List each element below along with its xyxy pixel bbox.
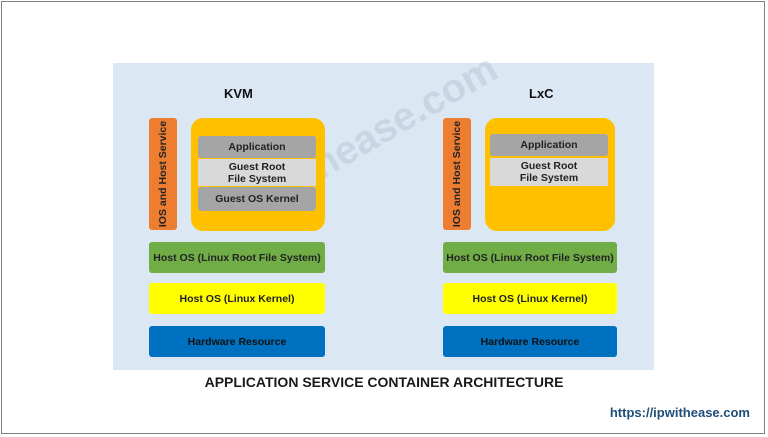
kvm-guest-kernel-layer: Guest OS Kernel [198, 187, 316, 211]
kvm-application-label: Application [228, 141, 286, 153]
kvm-host-service-bar: IOS and Host Service [149, 118, 177, 230]
lxc-application-layer: Application [490, 134, 608, 156]
lxc-host-fs-label: Host OS (Linux Root File System) [446, 251, 614, 264]
lxc-host-fs-layer: Host OS (Linux Root File System) [443, 242, 617, 273]
kvm-hardware-layer: Hardware Resource [149, 326, 325, 357]
lxc-title: LxC [529, 86, 554, 101]
kvm-guest-root-layer: Guest Root File System [198, 159, 316, 186]
diagram-caption: APPLICATION SERVICE CONTAINER ARCHITECTU… [204, 374, 564, 390]
kvm-host-kernel-label: Host OS (Linux Kernel) [179, 292, 295, 305]
lxc-host-kernel-label: Host OS (Linux Kernel) [472, 292, 588, 305]
kvm-host-service-label: IOS and Host Service [157, 120, 169, 228]
lxc-host-kernel-layer: Host OS (Linux Kernel) [443, 283, 617, 314]
kvm-host-fs-layer: Host OS (Linux Root File System) [149, 242, 325, 273]
kvm-guest-root-line2: File System [227, 172, 287, 185]
lxc-guest-root-line1: Guest Root [520, 160, 578, 172]
lxc-hardware-layer: Hardware Resource [443, 326, 617, 357]
kvm-host-fs-label: Host OS (Linux Root File System) [153, 251, 321, 264]
lxc-host-service-bar: IOS and Host Service [443, 118, 471, 230]
kvm-host-kernel-layer: Host OS (Linux Kernel) [149, 283, 325, 314]
kvm-hardware-label: Hardware Resource [187, 335, 287, 348]
lxc-application-label: Application [520, 139, 578, 151]
kvm-application-layer: Application [198, 136, 316, 158]
kvm-guest-root-line1: Guest Root [228, 160, 286, 173]
lxc-guest-root-line2: File System [519, 172, 579, 184]
kvm-title: KVM [224, 86, 253, 101]
kvm-guest-kernel-label: Guest OS Kernel [215, 193, 299, 205]
source-url-link[interactable]: https://ipwithease.com [609, 405, 750, 420]
lxc-host-service-label: IOS and Host Service [451, 120, 463, 228]
lxc-hardware-label: Hardware Resource [480, 335, 580, 348]
lxc-guest-root-layer: Guest Root File System [490, 158, 608, 186]
